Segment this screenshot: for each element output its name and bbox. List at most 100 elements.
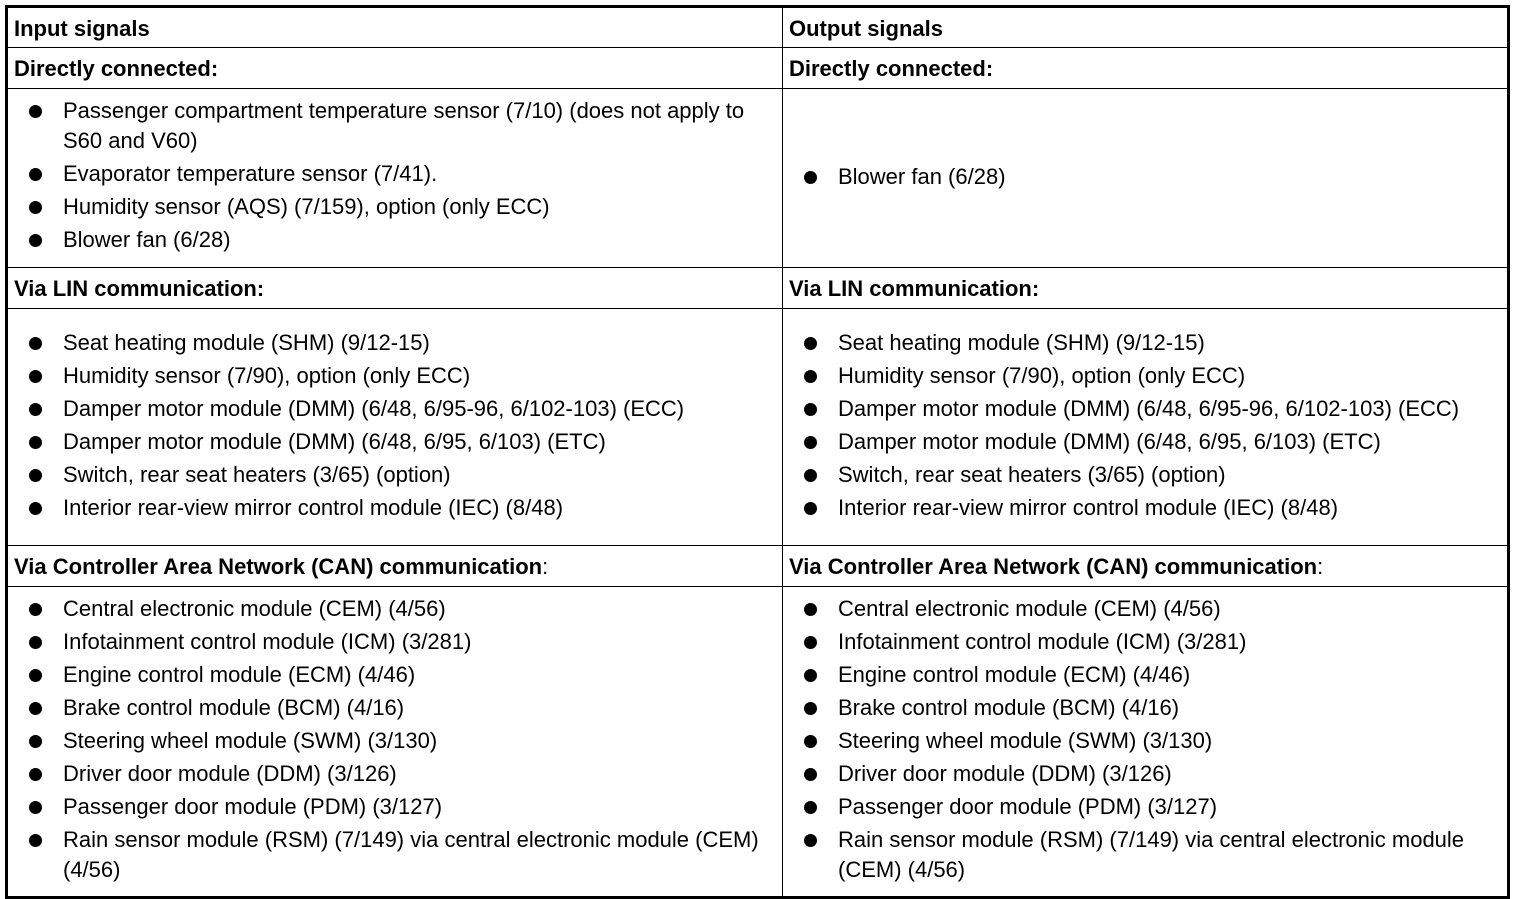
can-label-left-text: Via Controller Area Network (CAN) commun…: [14, 554, 543, 579]
list-item-text: Switch, rear seat heaters (3/65) (option…: [63, 462, 451, 487]
list-item: Damper motor module (DMM) (6/48, 6/95, 6…: [8, 427, 782, 457]
bullet-icon: [29, 603, 42, 616]
list-item: Humidity sensor (7/90), option (only ECC…: [783, 361, 1507, 391]
list-item-text: Evaporator temperature sensor (7/41).: [63, 161, 438, 186]
list-item-text: Rain sensor module (RSM) (7/149) via cen…: [63, 827, 759, 882]
list-item: Switch, rear seat heaters (3/65) (option…: [783, 460, 1507, 490]
lin-label-right: Via LIN communication:: [782, 267, 1509, 309]
list-item: Engine control module (ECM) (4/46): [8, 660, 782, 690]
list-item-text: Blower fan (6/28): [63, 227, 231, 252]
list-item: Damper motor module (DMM) (6/48, 6/95-96…: [8, 394, 782, 424]
bullet-icon: [804, 170, 817, 184]
input-signals-header: Input signals: [6, 6, 783, 48]
list-item: Seat heating module (SHM) (9/12-15): [8, 328, 782, 358]
bullet-icon: [804, 436, 817, 449]
list-item-text: Passenger compartment temperature sensor…: [63, 98, 745, 153]
can-input-list: Central electronic module (CEM) (4/56)In…: [8, 594, 782, 885]
list-item-text: Driver door module (DDM) (3/126): [63, 761, 397, 786]
can-output-cell: Central electronic module (CEM) (4/56) In…: [782, 586, 1509, 898]
list-item: Humidity sensor (7/90), option (only ECC…: [8, 361, 782, 391]
bullet-icon: [29, 469, 42, 482]
bullet-icon: [29, 201, 42, 214]
list-item: Driver door module (DDM) (3/126): [783, 759, 1507, 789]
bullet-icon: [804, 834, 817, 847]
bullet-icon: [804, 603, 817, 616]
list-item-text: Brake control module (BCM) (4/16): [63, 695, 405, 720]
bullet-icon: [804, 370, 817, 383]
list-item-text: Infotainment control module (ICM) (3/281…: [838, 629, 1247, 654]
list-item-text: Engine control module (ECM) (4/46): [63, 662, 416, 687]
list-item-text: Damper motor module (DMM) (6/48, 6/95-96…: [63, 396, 685, 421]
list-item-text: Damper motor module (DMM) (6/48, 6/95, 6…: [63, 429, 606, 454]
bullet-icon: [29, 669, 42, 682]
direct-items-row: Passenger compartment temperature sensor…: [6, 88, 1509, 268]
bullet-icon: [29, 801, 42, 814]
bullet-icon: [29, 436, 42, 449]
bullet-icon: [29, 702, 42, 715]
bullet-icon: [29, 502, 42, 515]
direct-input-list: Passenger compartment temperature sensor…: [8, 96, 782, 255]
list-item-text: Central electronic module (CEM) (4/56): [838, 596, 1221, 621]
lin-output-list: Seat heating module (SHM) (9/12-15) Humid…: [783, 328, 1507, 523]
lin-label-left: Via LIN communication:: [6, 267, 783, 309]
list-item: Brake control module (BCM) (4/16): [783, 693, 1507, 723]
list-item: Engine control module (ECM) (4/46): [783, 660, 1507, 690]
list-item: Rain sensor module (RSM) (7/149) via cen…: [783, 825, 1507, 885]
list-item-text: Damper motor module (DMM) (6/48, 6/95-96…: [838, 396, 1460, 421]
list-item-text: Seat heating module (SHM) (9/12-15): [63, 330, 430, 355]
list-item-text: Switch, rear seat heaters (3/65) (option…: [838, 462, 1226, 487]
list-item: Damper motor module (DMM) (6/48, 6/95, 6…: [783, 427, 1507, 457]
bullet-icon: [804, 768, 817, 781]
can-label-left: Via Controller Area Network (CAN) commun…: [6, 545, 783, 587]
list-item: Central electronic module (CEM) (4/56): [783, 594, 1507, 624]
bullet-icon: [804, 469, 817, 482]
direct-input-cell: Passenger compartment temperature sensor…: [6, 88, 783, 268]
bullet-icon: [29, 403, 42, 416]
list-item-text: Interior rear-view mirror control module…: [838, 495, 1339, 520]
list-item: Interior rear-view mirror control module…: [8, 493, 782, 523]
bullet-icon: [29, 234, 42, 247]
list-item: Seat heating module (SHM) (9/12-15): [783, 328, 1507, 358]
list-item: Passenger door module (PDM) (3/127): [8, 792, 782, 822]
bullet-icon: [29, 834, 42, 847]
direct-output-cell: Blower fan (6/28): [782, 88, 1509, 268]
list-item: Steering wheel module (SWM) (3/130): [8, 726, 782, 756]
can-label-right-text: Via Controller Area Network (CAN) commun…: [789, 554, 1318, 579]
bullet-icon: [804, 669, 817, 682]
list-item: Rain sensor module (RSM) (7/149) via cen…: [8, 825, 782, 885]
direct-label-right: Directly connected:: [782, 47, 1509, 89]
bullet-icon: [29, 768, 42, 781]
bullet-icon: [29, 370, 42, 383]
list-item-text: Humidity sensor (7/90), option (only ECC…: [838, 363, 1246, 388]
can-output-list: Central electronic module (CEM) (4/56) In…: [783, 594, 1507, 885]
list-item-text: Blower fan (6/28): [838, 163, 1006, 189]
lin-items-row: Seat heating module (SHM) (9/12-15) Humid…: [6, 308, 1509, 546]
bullet-icon: [29, 105, 42, 118]
lin-input-cell: Seat heating module (SHM) (9/12-15) Humid…: [6, 308, 783, 546]
output-signals-header: Output signals: [782, 6, 1509, 48]
list-item: Blower fan (6/28): [783, 162, 1507, 192]
can-items-row: Central electronic module (CEM) (4/56) In…: [6, 586, 1509, 898]
bullet-icon: [804, 702, 817, 715]
bullet-icon: [29, 337, 42, 350]
list-item: Driver door module (DDM) (3/126): [8, 759, 782, 789]
list-item-text: Humidity sensor (AQS) (7/159), option (o…: [63, 194, 550, 219]
bullet-icon: [29, 735, 42, 748]
list-item-text: Interior rear-view mirror control module…: [63, 495, 564, 520]
list-item: Central electronic module (CEM) (4/56): [8, 594, 782, 624]
list-item-text: Steering wheel module (SWM) (3/130): [838, 728, 1213, 753]
can-label-right-colon: :: [1317, 554, 1324, 579]
lin-label-row: Via LIN communication: Via LIN communica…: [6, 267, 1509, 309]
list-item: Steering wheel module (SWM) (3/130): [783, 726, 1507, 756]
lin-input-list: Seat heating module (SHM) (9/12-15) Humid…: [8, 328, 782, 523]
list-item-text: Passenger door module (PDM) (3/127): [63, 794, 443, 819]
bullet-icon: [804, 636, 817, 649]
list-item: Humidity sensor (AQS) (7/159), option (o…: [8, 192, 782, 222]
bullet-icon: [804, 735, 817, 748]
list-item-text: Seat heating module (SHM) (9/12-15): [838, 330, 1205, 355]
list-item: Passenger door module (PDM) (3/127): [783, 792, 1507, 822]
list-item: Switch, rear seat heaters (3/65) (option…: [8, 460, 782, 490]
lin-output-cell: Seat heating module (SHM) (9/12-15) Humid…: [782, 308, 1509, 546]
list-item: Infotainment control module (ICM) (3/281…: [783, 627, 1507, 657]
list-item-text: Engine control module (ECM) (4/46): [838, 662, 1191, 687]
